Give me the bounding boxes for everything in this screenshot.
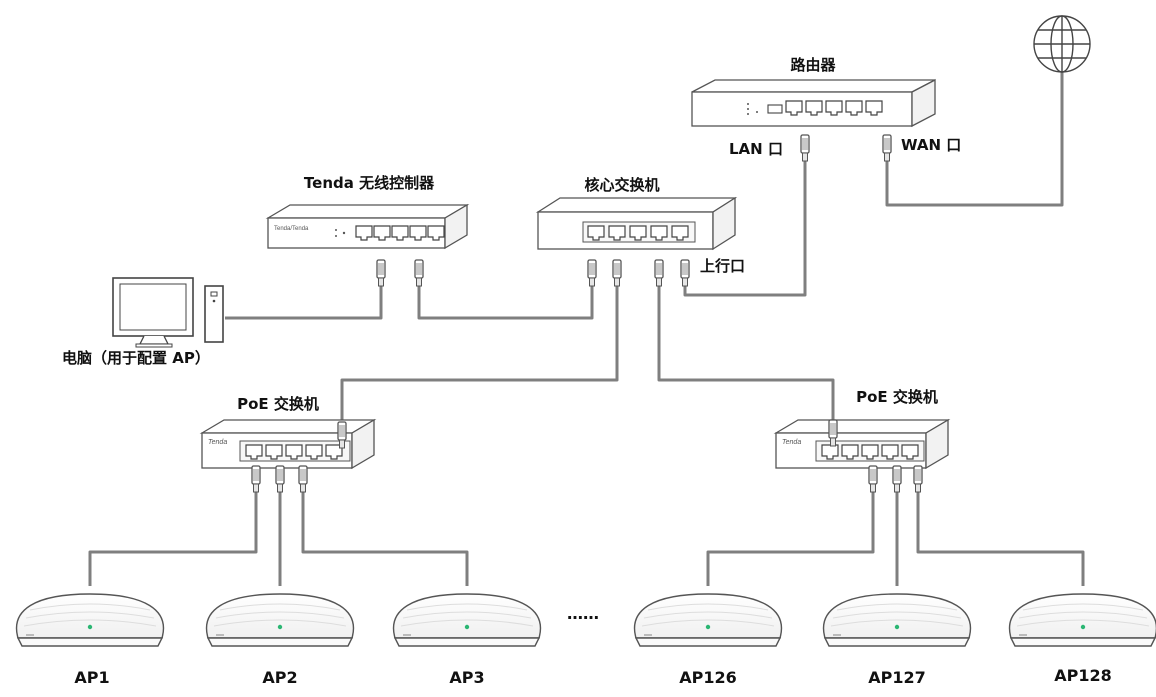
ap-label: AP3 (449, 668, 485, 687)
ap-label: AP128 (1054, 666, 1112, 685)
uplink-port-label: 上行口 (700, 257, 746, 275)
core-plug-icon-3 (654, 259, 664, 287)
cable-core-to-poe-left (340, 285, 619, 428)
poe-switch-left-label: PoE 交换机 (237, 395, 319, 413)
cable-internet-wan (885, 70, 1064, 207)
controller-plug-icon-1 (376, 259, 386, 287)
ap127-access-point-icon (822, 593, 972, 647)
ap-label: AP1 (74, 668, 110, 687)
core-plug-icon-1 (587, 259, 597, 287)
cable-poe-right-ap126 (706, 490, 875, 586)
router-label: 路由器 (790, 56, 836, 74)
poe-right-plug-icon-3 (913, 465, 923, 493)
lan-port-label: LAN 口 (729, 140, 783, 158)
core-switch-device (535, 196, 738, 251)
core-uplink-plug-icon (680, 259, 690, 287)
ap-label: AP127 (868, 668, 926, 687)
ap126-access-point-icon (633, 593, 783, 647)
tenda-controller-device: Tenda/Tenda (265, 203, 470, 250)
poe-right-brand-text: Tenda (782, 439, 801, 446)
core-switch-label: 核心交换机 (584, 176, 660, 194)
cable-controller-to-core (417, 285, 594, 320)
cable-core-to-poe-right (657, 285, 835, 425)
ap2-access-point-icon (205, 593, 355, 647)
cable-router-lan-to-core-uplink (683, 158, 807, 297)
poe-switch-right-device: Tenda (773, 418, 951, 470)
controller-label: Tenda 无线控制器 (303, 174, 435, 192)
ap-label: AP126 (679, 668, 737, 687)
poe-right-plug-icon-2 (892, 465, 902, 493)
router-device (691, 78, 936, 128)
poe-left-plug-icon-1 (251, 465, 261, 493)
ellipsis-text: …… (567, 604, 599, 623)
router-lan-plug-icon (800, 134, 810, 162)
router-wan-plug-icon (882, 134, 892, 162)
ap3-access-point-icon (392, 593, 542, 647)
poe-switch-right-label: PoE 交换机 (856, 388, 938, 406)
poe-left-uplink-plug-icon (337, 421, 347, 449)
poe-left-brand-text: Tenda (208, 439, 227, 446)
cables (88, 70, 1085, 586)
internet-globe-icon (1033, 15, 1091, 73)
ap128-access-point-icon (1008, 593, 1156, 647)
controller-brand-text: Tenda/Tenda (274, 226, 309, 232)
pc-label: 电脑（用于配置 AP） (62, 349, 210, 367)
cable-pc-to-controller (225, 285, 383, 320)
poe-left-plug-icon-2 (275, 465, 285, 493)
poe-left-plug-icon-3 (298, 465, 308, 493)
poe-switch-left-device: Tenda (199, 418, 377, 470)
wan-port-label: WAN 口 (901, 136, 962, 154)
cable-poe-right-ap128 (916, 490, 1085, 586)
poe-right-plug-icon-1 (868, 465, 878, 493)
ap-label: AP2 (262, 668, 298, 687)
cable-poe-left-ap1 (88, 490, 258, 586)
core-plug-icon-2 (612, 259, 622, 287)
cable-poe-left-ap3 (301, 490, 469, 586)
controller-plug-icon-2 (414, 259, 424, 287)
poe-right-uplink-plug-icon (828, 419, 838, 447)
pc-computer-icon (112, 277, 224, 348)
ap1-access-point-icon (15, 593, 165, 647)
